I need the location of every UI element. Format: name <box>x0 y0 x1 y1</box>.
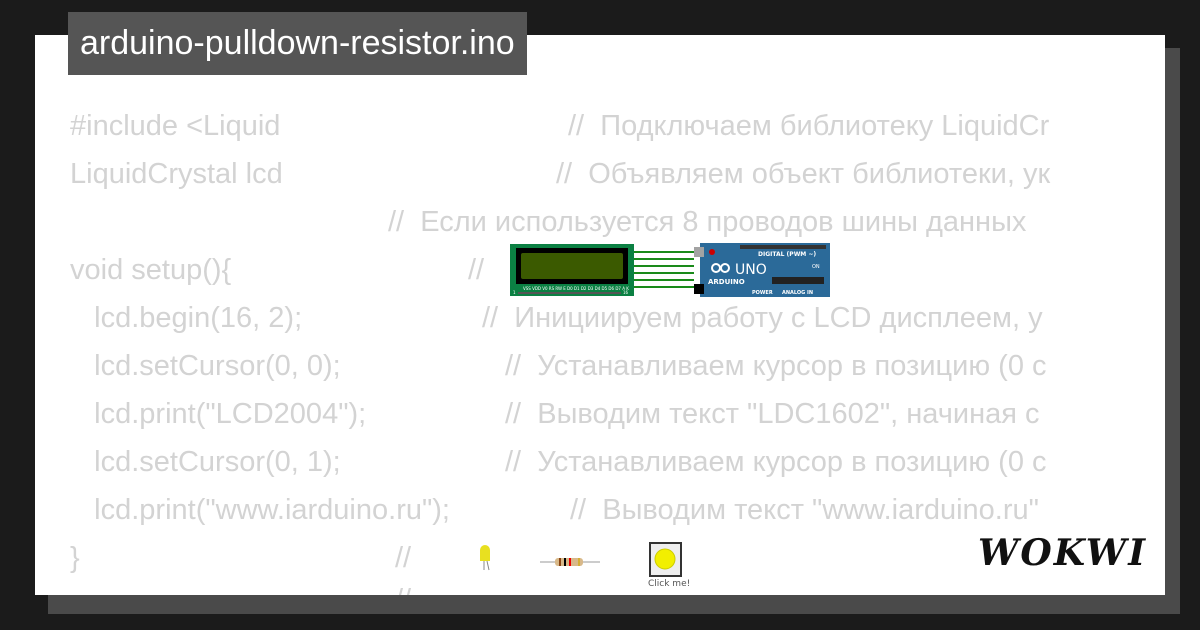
code-row: #include <Liquid // Подключаем библиотеку… <box>70 109 1049 143</box>
code-row: lcd.begin(16, 2); // Инициируем работу с … <box>70 301 1043 335</box>
code-line: lcd.print("www.iarduino.ru"); <box>70 494 450 526</box>
code-row: lcd.print("LCD2004"); // Выводим текст "L… <box>70 397 1040 431</box>
lcd-pins <box>518 292 621 294</box>
code-row: lcd.setCursor(0, 0); // Устанавливаем кур… <box>70 349 1047 383</box>
code-row: } // <box>70 541 411 575</box>
wires <box>634 251 694 288</box>
project-title: arduino-pulldown-resistor.ino <box>68 12 527 75</box>
arduino-brand: ARDUINO <box>708 278 745 286</box>
preview-card: #include <Liquid // Подключаем библиотеку… <box>35 35 1165 595</box>
code-comment: // Если используется 8 проводов шины дан… <box>388 206 1027 238</box>
led-yellow[interactable] <box>480 545 490 571</box>
code-comment: // <box>395 542 412 574</box>
code-row: lcd.setCursor(0, 1); // Устанавливаем кур… <box>70 445 1047 479</box>
lcd-pin-labels: VSS VDD V0 RS RW E D0 D1 D2 D3 D4 D5 D6 … <box>523 286 629 291</box>
digital-label: DIGITAL (PWM ~) <box>758 251 816 258</box>
power-jack <box>694 284 704 294</box>
code-comment: // Подключаем библиотеку LiquidCr <box>568 110 1050 142</box>
code-line: #include <Liquid <box>70 110 281 142</box>
lcd-pin-first: 1 <box>513 290 516 295</box>
arduino-logo-icon <box>711 263 730 273</box>
arduino-model: UNO <box>735 262 767 278</box>
code-line: lcd.begin(16, 2); <box>70 302 303 334</box>
analog-label: ANALOG IN <box>782 290 813 296</box>
code-comment: // <box>468 254 485 286</box>
code-comment: // <box>395 583 411 595</box>
code-row: lcd.print("www.iarduino.ru"); // Выводим … <box>70 493 1039 527</box>
code-row: void setup(){ // <box>70 253 484 287</box>
resistor[interactable] <box>540 558 600 566</box>
lcd-pin-last: 16 <box>623 290 629 295</box>
chip <box>772 277 824 284</box>
pushbutton[interactable] <box>649 542 682 577</box>
code-line: lcd.setCursor(0, 1); <box>70 446 341 478</box>
reset-button <box>709 249 715 255</box>
lcd-display[interactable]: VSS VDD V0 RS RW E D0 D1 D2 D3 D4 D5 D6 … <box>510 244 634 296</box>
on-label: ON <box>812 264 820 270</box>
digital-header <box>740 245 826 249</box>
code-comment: // Устанавливаем курсор в позицию (0 с <box>505 350 1047 382</box>
code-preview: #include <Liquid // Подключаем библиотеку… <box>35 35 1132 595</box>
code-line: LiquidCrystal lcd <box>70 158 283 190</box>
code-line: void setup(){ <box>70 254 232 286</box>
arduino-uno[interactable]: DIGITAL (PWM ~) UNO ON ARDUINO POWER ANA… <box>694 243 830 297</box>
code-comment: // Инициируем работу с LCD дисплеем, у <box>482 302 1043 334</box>
code-comment: // Выводим текст "LDC1602", начиная с <box>505 398 1040 430</box>
wokwi-logo: WOKWI <box>978 532 1148 574</box>
power-label: POWER <box>752 290 773 296</box>
code-line: } <box>70 542 80 574</box>
code-line: lcd.print("LCD2004"); <box>70 398 367 430</box>
button-label: Click me! <box>648 579 691 589</box>
code-row: // <box>70 583 411 595</box>
code-comment: // Устанавливаем курсор в позицию (0 с <box>505 446 1047 478</box>
code-row: // Если используется 8 проводов шины дан… <box>70 205 1026 239</box>
code-line: lcd.setCursor(0, 0); <box>70 350 341 382</box>
code-comment: // Выводим текст "www.iarduino.ru" <box>570 494 1039 526</box>
code-row: LiquidCrystal lcd // Объявляем объект биб… <box>70 157 1050 191</box>
usb-port <box>694 247 704 257</box>
code-comment: // Объявляем объект библиотеки, ук <box>556 158 1051 190</box>
